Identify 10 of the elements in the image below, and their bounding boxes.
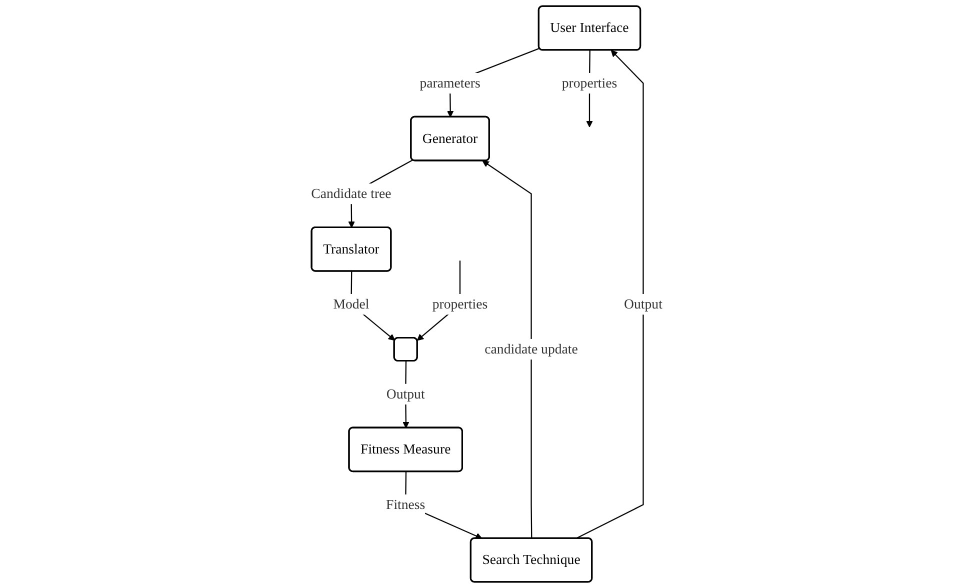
arrow (482, 160, 532, 538)
edge-label: parameters (420, 75, 481, 91)
edge-label: Candidate tree (311, 186, 392, 202)
edge-label: Model (333, 296, 370, 312)
edge-label: Output (386, 386, 426, 402)
edge-label: properties (562, 75, 618, 91)
edge-label: Output (624, 296, 663, 312)
edge-label: properties (432, 296, 488, 312)
edge-label: Fitness (386, 496, 426, 512)
edge-label: candidate update (484, 341, 578, 357)
